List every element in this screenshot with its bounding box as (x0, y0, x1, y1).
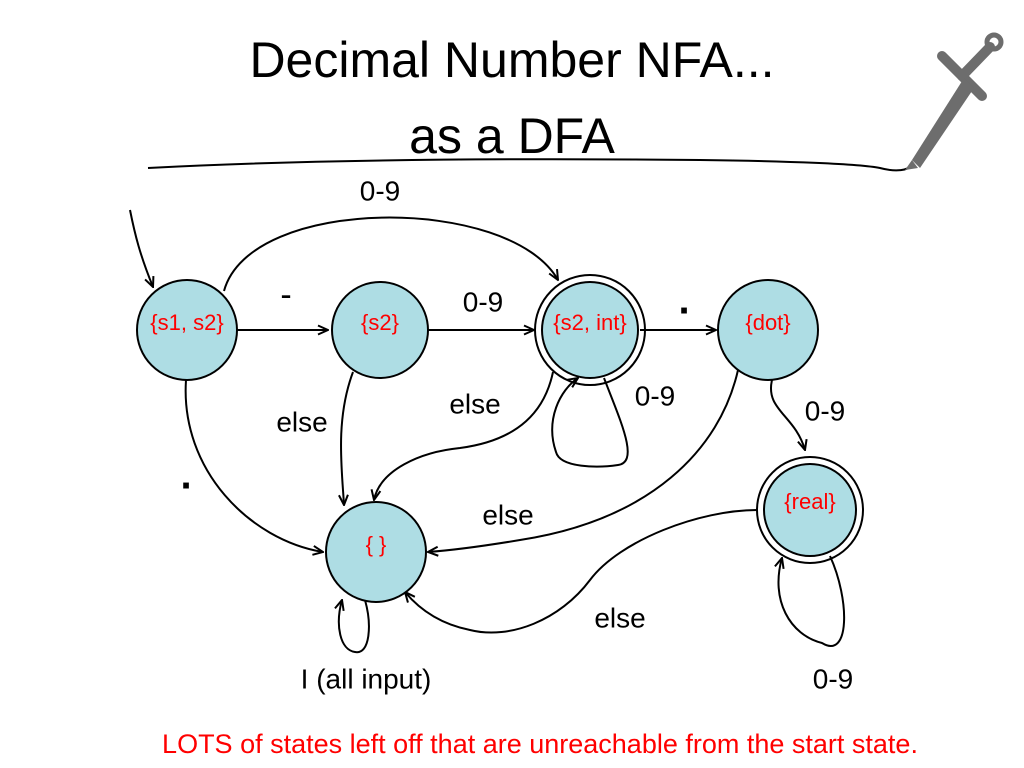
edge-label-s2-to-s2int: 0-9 (463, 286, 503, 317)
footnote: LOTS of states left off that are unreach… (162, 729, 918, 759)
edge-label-s1s2-dot: . (180, 454, 191, 498)
edge-label-s2int-self: 0-9 (635, 380, 675, 411)
state-empty: { } (325, 501, 427, 603)
state-label: {s2, int} (553, 310, 626, 335)
sword-icon (905, 32, 1004, 170)
edge-s2int-to-empty (374, 371, 554, 500)
title-underline (147, 158, 913, 172)
edge-label-dot-else: else (482, 499, 533, 530)
edge-label-dot-to-real: 0-9 (805, 395, 845, 426)
edge-label-s1s2-to-s2int: 0-9 (360, 175, 400, 206)
edge-dot-to-real (769, 379, 805, 450)
state-s2: {s2} (331, 281, 429, 379)
edge-s1s2-to-s2int-top (223, 216, 558, 292)
edge-label-empty-self: I (all input) (301, 663, 432, 694)
edge-empty-self-loop (339, 600, 370, 654)
edge-label-dot: . (678, 279, 689, 323)
edge-label-real-else: else (594, 602, 645, 633)
state-label: { } (366, 532, 387, 557)
edge-s2-to-empty (341, 371, 354, 505)
state-real-accepting: {real} (756, 456, 864, 564)
edge-dot-to-empty (428, 369, 739, 552)
edge-label-s2-else: else (276, 406, 327, 437)
edge-s2int-self-loop (551, 378, 629, 468)
edge-real-to-empty (405, 509, 758, 634)
state-label: {s2} (361, 310, 399, 335)
state-s2int-accepting: {s2, int} (534, 274, 646, 386)
state-label: {dot} (745, 310, 790, 335)
state-dot: {dot} (717, 279, 819, 381)
slide-title-line-2: as a DFA (409, 108, 615, 164)
state-label: {real} (784, 489, 835, 514)
edge-label-minus: - (280, 276, 291, 314)
start-arrow (129, 209, 153, 287)
slide-title-line-1: Decimal Number NFA... (249, 32, 775, 88)
edge-s1s2-to-empty (184, 379, 323, 552)
state-label: {s1, s2} (150, 310, 223, 335)
edge-real-self-loop (778, 555, 846, 647)
edge-label-real-self: 0-9 (813, 663, 853, 694)
state-s1s2: {s1, s2} (136, 279, 238, 381)
edge-label-s2int-else: else (449, 388, 500, 419)
